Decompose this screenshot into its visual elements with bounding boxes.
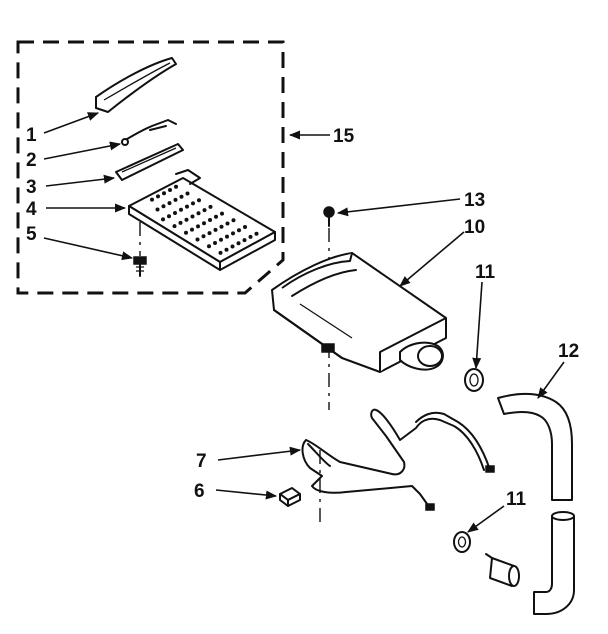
leader-10 <box>399 231 465 287</box>
assembly-dashed-box <box>16 40 285 295</box>
callout-11-upper: 11 <box>475 262 496 283</box>
callout-6: 6 <box>194 481 205 502</box>
tray-hole <box>185 191 190 196</box>
tray-hole <box>196 211 201 216</box>
tray-hole <box>173 197 178 202</box>
leader-13 <box>336 198 461 217</box>
callout-7: 7 <box>196 451 207 472</box>
tray-hole <box>155 207 160 212</box>
tray-hole <box>219 224 224 229</box>
tray-hole <box>208 204 213 209</box>
tray-hole <box>161 204 166 209</box>
leader-5 <box>43 237 134 261</box>
part-7-wire-heater <box>301 408 495 522</box>
leader-12 <box>537 361 565 399</box>
tray-hole <box>167 214 171 219</box>
tray-hole <box>214 214 218 219</box>
tray-hole <box>178 220 183 225</box>
tray-hole <box>207 244 211 249</box>
tray-hole <box>201 234 206 239</box>
tray-hole <box>184 217 189 222</box>
tray-hole <box>218 250 223 255</box>
tray-hole <box>225 234 229 239</box>
leader-11-upper <box>472 281 483 370</box>
callout-11-lower: 11 <box>506 489 527 510</box>
leader-1 <box>43 112 100 134</box>
tray-hole <box>242 238 247 243</box>
tray-hole <box>202 208 207 213</box>
tray-hole <box>230 244 235 249</box>
tray-hole <box>254 231 259 236</box>
part-10-housing <box>271 252 447 373</box>
callout-13: 13 <box>464 190 485 211</box>
part-4-tray <box>128 169 276 271</box>
tray-hole <box>208 218 212 222</box>
leader-7 <box>217 446 302 461</box>
leader-11-lower <box>467 505 505 533</box>
tray-hole <box>195 237 200 242</box>
tray-hole <box>179 207 183 212</box>
tray-hole <box>191 201 195 206</box>
tray-hole <box>190 214 195 219</box>
tray-hole <box>174 184 178 189</box>
tray-hole <box>236 241 241 246</box>
tray-hole <box>197 198 201 203</box>
part-6-connector <box>279 487 301 507</box>
tray-hole <box>168 188 172 192</box>
leader-2 <box>43 141 122 160</box>
tray-hole <box>213 241 217 245</box>
part-2-clip <box>121 119 177 146</box>
tray-hole <box>196 224 200 229</box>
part-5-screw <box>133 222 147 277</box>
leader-arrows <box>43 112 565 533</box>
tray-hole <box>248 234 253 239</box>
tray-hole <box>220 211 224 216</box>
tray-hole <box>207 231 212 236</box>
tray-hole <box>185 204 189 209</box>
tray-hole <box>231 218 236 223</box>
tray-hole <box>173 211 177 215</box>
part-1-cover <box>95 57 177 113</box>
part-11-ring-lower <box>453 531 471 553</box>
tray-hole <box>190 227 194 232</box>
leader-6 <box>215 489 278 500</box>
callout-10: 10 <box>464 217 485 238</box>
part-11-ring-upper <box>464 368 484 392</box>
callout-1: 1 <box>26 125 37 146</box>
tray-hole <box>224 247 229 252</box>
callout-4: 4 <box>26 199 37 220</box>
tray-hole <box>161 217 165 222</box>
tray-hole <box>184 230 188 235</box>
tube-segment <box>485 553 520 587</box>
callout-12: 12 <box>558 341 579 362</box>
tray-hole <box>162 191 166 196</box>
callout-3: 3 <box>26 177 37 198</box>
callout-2: 2 <box>26 150 37 171</box>
tray-hole <box>179 194 184 199</box>
tray-hole <box>172 224 177 229</box>
part-3-bar <box>115 143 184 181</box>
tray-hole <box>225 221 230 226</box>
callout-15: 15 <box>333 126 355 147</box>
tray-hole <box>243 225 247 229</box>
callout-5: 5 <box>26 224 37 245</box>
leader-3 <box>45 174 116 187</box>
tray-hole <box>237 228 241 233</box>
tray-hole <box>156 194 160 199</box>
tray-hole <box>219 237 223 242</box>
tray-hole <box>213 227 218 232</box>
tray-hole <box>167 201 172 206</box>
part-12-hose <box>497 392 575 615</box>
tray-hole <box>202 221 206 226</box>
tray-hole <box>231 231 235 236</box>
tray-hole <box>150 197 154 202</box>
callout-labels: 1 2 3 4 5 15 13 10 11 12 7 6 11 <box>26 125 579 510</box>
